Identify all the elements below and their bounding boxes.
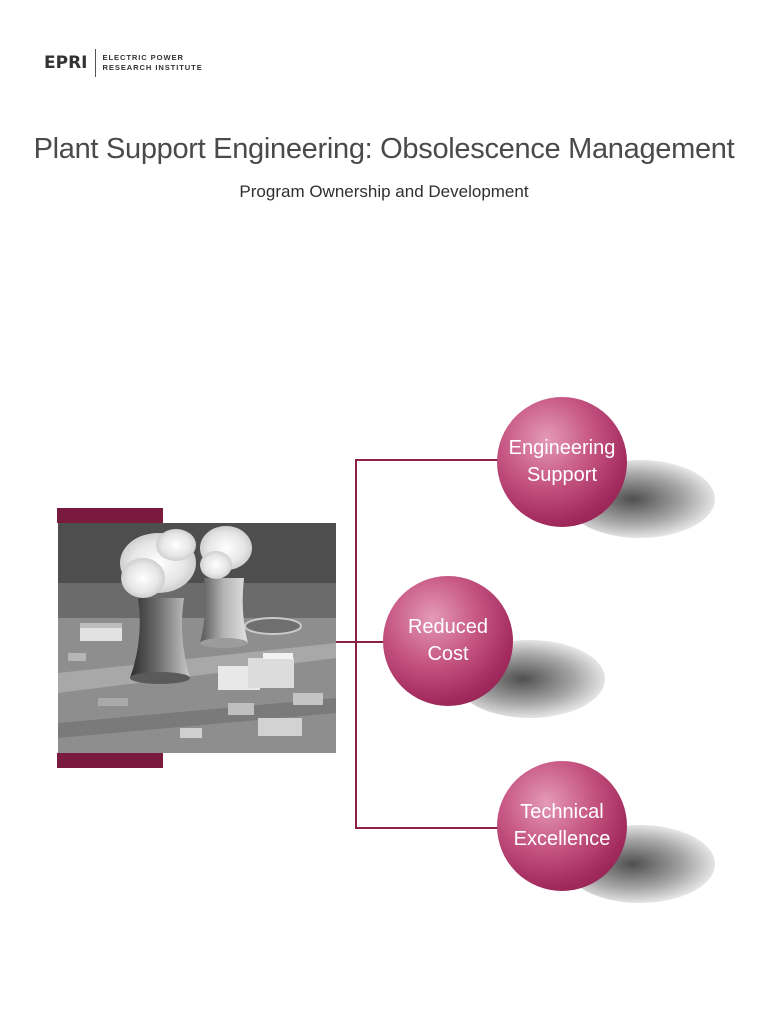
page-title: Plant Support Engineering: Obsolescence … — [33, 133, 735, 165]
accent-bar-top — [57, 508, 163, 523]
technical-excellence-circle: Technical Excellence — [497, 761, 627, 891]
logo-line-1: ELECTRIC POWER — [102, 53, 184, 62]
logo-divider — [94, 49, 96, 77]
accent-bar-bottom — [57, 753, 163, 768]
cooling-towers-photo — [58, 523, 336, 753]
epri-logo-mark: EPRI — [44, 53, 88, 73]
connector-to-reduced-cost — [355, 641, 387, 643]
reduced-cost-circle: Reduced Cost — [383, 576, 513, 706]
circle-1-line-2: Support — [526, 464, 598, 486]
logo-text: ELECTRIC POWER RESEARCH INSTITUTE — [103, 53, 203, 73]
page-subtitle: Program Ownership and Development — [239, 182, 529, 201]
circle-1-line-1: Engineering — [508, 437, 616, 459]
connector-vertical — [355, 459, 357, 829]
connector-horizontal-main — [336, 641, 357, 643]
epri-logo: EPRI ELECTRIC POWER RESEARCH INSTITUTE — [44, 48, 203, 78]
engineering-support-circle: Engineering Support — [497, 397, 627, 527]
circle-3-line-2: Excellence — [513, 828, 611, 850]
circle-2-line-2: Cost — [427, 643, 469, 665]
connector-to-technical-excellence — [355, 827, 500, 829]
connector-to-engineering-support — [355, 459, 500, 461]
circle-2-line-1: Reduced — [407, 616, 489, 638]
circle-3-line-1: Technical — [520, 801, 604, 823]
logo-line-2: RESEARCH INSTITUTE — [102, 63, 203, 72]
